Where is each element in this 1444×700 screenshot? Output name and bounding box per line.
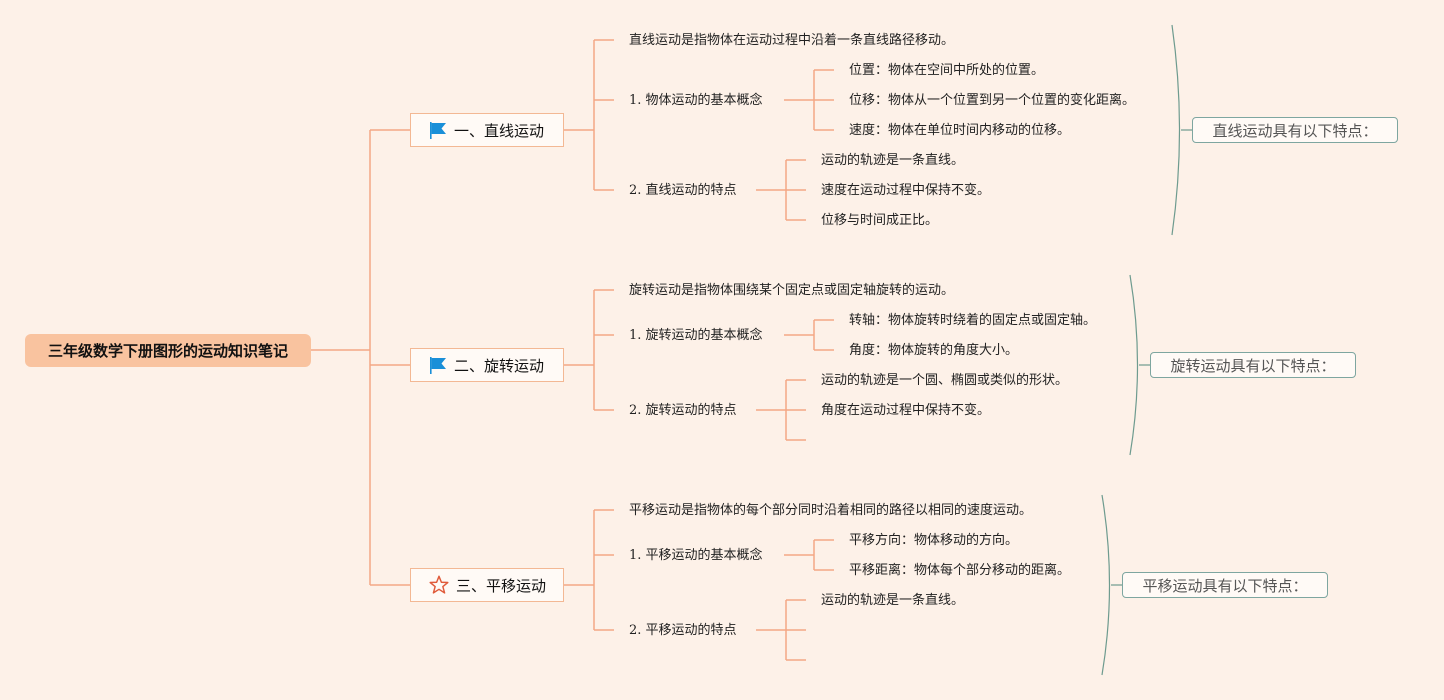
branch-label: 二、旋转运动	[454, 356, 545, 375]
summary-brace	[1101, 494, 1111, 676]
feature-item[interactable]: 速度在运动过程中保持不变。	[821, 183, 991, 198]
concept-item[interactable]: 位移：物体从一个位置到另一个位置的变化距离。	[849, 93, 1136, 108]
concept-item[interactable]: 平移距离：物体每个部分移动的距离。	[849, 563, 1071, 578]
concept-item[interactable]: 速度：物体在单位时间内移动的位移。	[849, 123, 1071, 138]
summary-brace	[1129, 274, 1139, 456]
summary-label: 直线运动具有以下特点：	[1212, 121, 1378, 140]
branch-translation-motion[interactable]: 三、平移运动	[410, 568, 564, 602]
blue-flag-icon	[430, 357, 446, 374]
concept-heading-text: 1. 平移运动的基本概念	[629, 548, 763, 563]
concept-heading[interactable]: 1. 旋转运动的基本概念	[629, 328, 763, 344]
summary-box[interactable]: 旋转运动具有以下特点：	[1150, 352, 1356, 378]
feature-item[interactable]: 角度在运动过程中保持不变。	[821, 403, 991, 418]
blue-flag-icon	[430, 122, 446, 139]
feature-heading-text: 2. 旋转运动的特点	[629, 403, 737, 418]
concept-item[interactable]: 转轴：物体旋转时绕着的固定点或固定轴。	[849, 313, 1097, 328]
feature-item[interactable]: 位移与时间成正比。	[821, 213, 939, 228]
definition-text[interactable]: 平移运动是指物体的每个部分同时沿着相同的路径以相同的速度运动。	[629, 503, 1033, 518]
concept-heading[interactable]: 1. 物体运动的基本概念	[629, 93, 763, 109]
summary-label: 平移运动具有以下特点：	[1142, 576, 1308, 595]
root-topic-label: 三年级数学下册图形的运动知识笔记	[47, 342, 288, 360]
summary-brace	[1171, 24, 1181, 236]
feature-heading[interactable]: 2. 平移运动的特点	[629, 623, 737, 639]
concept-item[interactable]: 平移方向：物体移动的方向。	[849, 533, 1019, 548]
concept-heading-text: 1. 物体运动的基本概念	[629, 93, 763, 108]
branch-rotation-motion[interactable]: 二、旋转运动	[410, 348, 564, 382]
feature-heading-text: 2. 平移运动的特点	[629, 623, 737, 638]
summary-label: 旋转运动具有以下特点：	[1170, 356, 1336, 375]
summary-box[interactable]: 直线运动具有以下特点：	[1192, 117, 1398, 143]
definition-text[interactable]: 旋转运动是指物体围绕某个固定点或固定轴旋转的运动。	[629, 283, 955, 298]
feature-heading-text: 2. 直线运动的特点	[629, 183, 737, 198]
concept-heading-text: 1. 旋转运动的基本概念	[629, 328, 763, 343]
feature-item[interactable]: 运动的轨迹是一个圆、椭圆或类似的形状。	[821, 373, 1069, 388]
summary-box[interactable]: 平移运动具有以下特点：	[1122, 572, 1328, 598]
concept-heading[interactable]: 1. 平移运动的基本概念	[629, 548, 763, 564]
root-topic[interactable]: 三年级数学下册图形的运动知识笔记	[25, 334, 311, 367]
branch-label: 三、平移运动	[456, 576, 547, 595]
red-star-outline-icon	[429, 575, 449, 594]
concept-item[interactable]: 位置：物体在空间中所处的位置。	[849, 63, 1045, 78]
concept-item[interactable]: 角度：物体旋转的角度大小。	[849, 343, 1019, 358]
feature-item[interactable]: 运动的轨迹是一条直线。	[821, 153, 965, 168]
definition-text[interactable]: 直线运动是指物体在运动过程中沿着一条直线路径移动。	[629, 33, 955, 48]
branch-label: 一、直线运动	[454, 121, 545, 140]
feature-heading[interactable]: 2. 旋转运动的特点	[629, 403, 737, 419]
feature-heading[interactable]: 2. 直线运动的特点	[629, 183, 737, 199]
feature-item[interactable]: 运动的轨迹是一条直线。	[821, 593, 965, 608]
branch-linear-motion[interactable]: 一、直线运动	[410, 113, 564, 147]
